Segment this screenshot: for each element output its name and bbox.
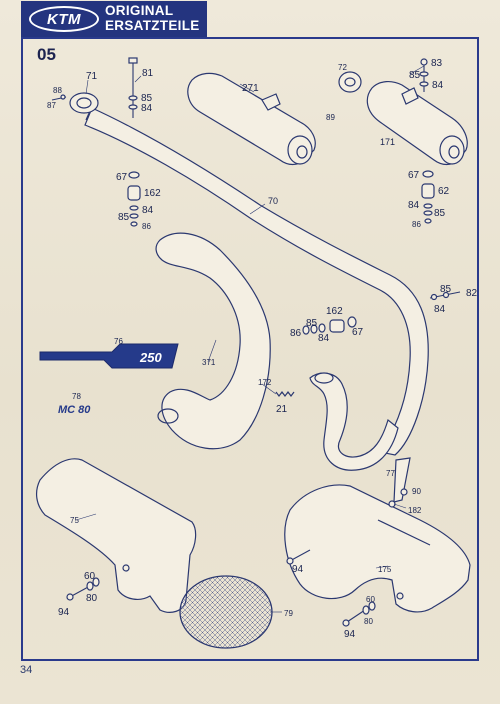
header-title: ORIGINAL ERSATZTEILE — [105, 3, 205, 33]
callout-84a: 84 — [141, 103, 153, 114]
decal-250: 250 — [39, 343, 179, 369]
callout-60b: 60 — [366, 595, 375, 604]
callout-72: 72 — [338, 63, 347, 72]
callout-82: 82 — [466, 288, 478, 299]
silencer-171 — [366, 81, 468, 166]
callout-76: 76 — [114, 337, 123, 346]
callout-94b: 94 — [58, 607, 70, 618]
callout-162a: 162 — [144, 188, 161, 199]
callout-84c: 84 — [142, 205, 154, 216]
callout-271: 271 — [242, 83, 259, 94]
mount-stack-middle — [302, 316, 357, 335]
header-bend — [309, 372, 399, 471]
section-number: 05 — [37, 45, 56, 64]
callout-175: 175 — [378, 565, 392, 574]
callout-86c: 86 — [290, 328, 302, 339]
callout-182: 182 — [408, 506, 422, 515]
callout-85e: 85 — [440, 284, 452, 295]
callout-60a: 60 — [84, 571, 96, 582]
callout-67c: 67 — [352, 327, 364, 338]
callout-77: 77 — [386, 469, 395, 478]
screw-set-left — [66, 577, 100, 601]
screw-87 — [51, 94, 67, 101]
expansion-chamber — [155, 232, 271, 450]
callout-81: 81 — [142, 68, 154, 79]
screw-94-right — [286, 549, 311, 565]
air-filter-mesh — [179, 575, 273, 649]
header-title-line1: ORIGINAL — [105, 3, 174, 18]
callout-88: 88 — [53, 86, 62, 95]
callout-75: 75 — [70, 516, 79, 525]
callout-172: 172 — [258, 378, 272, 387]
callout-83: 83 — [431, 58, 443, 69]
clamp-ring-72 — [338, 71, 362, 93]
header-title-line2: ERSATZTEILE — [105, 18, 200, 33]
callout-85d: 85 — [434, 208, 446, 219]
callout-85f: 85 — [306, 318, 318, 329]
screw-stack-83 — [419, 58, 429, 92]
callout-71: 71 — [86, 71, 98, 82]
callout-85b: 85 — [409, 70, 421, 81]
callout-86b: 86 — [412, 220, 421, 229]
callout-84b: 84 — [432, 80, 444, 91]
callout-86a: 86 — [142, 222, 151, 231]
callout-85c: 85 — [118, 212, 130, 223]
callout-371: 371 — [202, 358, 216, 367]
screw-set-right — [342, 601, 376, 627]
bolt-81 — [128, 57, 138, 118]
decal-mc80-text: MC 80 — [58, 404, 91, 416]
decal-mc80: MC 80 — [58, 404, 91, 416]
callout-162b: 162 — [326, 306, 343, 317]
callout-94a: 94 — [292, 564, 304, 575]
bolt-82 — [429, 291, 461, 301]
callout-78: 78 — [72, 392, 81, 401]
flange-ring — [69, 92, 99, 114]
side-cover-175 — [284, 484, 471, 613]
side-cover-75 — [35, 458, 197, 613]
header-banner: KTM ORIGINAL ERSATZTEILE — [21, 1, 207, 37]
mount-stack-right — [421, 170, 435, 224]
callout-62: 62 — [438, 186, 450, 197]
callout-84d: 84 — [408, 200, 420, 211]
callout-84e: 84 — [434, 304, 446, 315]
callout-67a: 67 — [116, 172, 128, 183]
ktm-logo: KTM — [29, 6, 99, 32]
callout-21: 21 — [276, 404, 288, 415]
callout-79: 79 — [284, 609, 293, 618]
callout-94c: 94 — [344, 629, 356, 640]
callout-labels: 71 81 88 87 85 84 271 72 83 85 84 89 171… — [47, 58, 478, 640]
callout-80a: 80 — [86, 593, 98, 604]
callout-87: 87 — [47, 101, 56, 110]
callout-80b: 80 — [364, 617, 373, 626]
spring-21 — [275, 391, 295, 397]
callout-84f: 84 — [318, 333, 330, 344]
callout-67b: 67 — [408, 170, 420, 181]
bracket-77 — [388, 457, 411, 508]
callout-90: 90 — [412, 487, 421, 496]
mount-stack-left — [127, 171, 141, 227]
leader-lines — [75, 65, 425, 613]
callout-171: 171 — [380, 137, 395, 147]
callout-70: 70 — [268, 196, 278, 206]
callout-89: 89 — [326, 113, 335, 122]
page-number: 34 — [20, 664, 33, 676]
diagram-frame — [21, 37, 479, 661]
decal-250-text: 250 — [139, 350, 162, 365]
callout-85a: 85 — [141, 93, 153, 104]
silencer-271 — [187, 72, 316, 166]
